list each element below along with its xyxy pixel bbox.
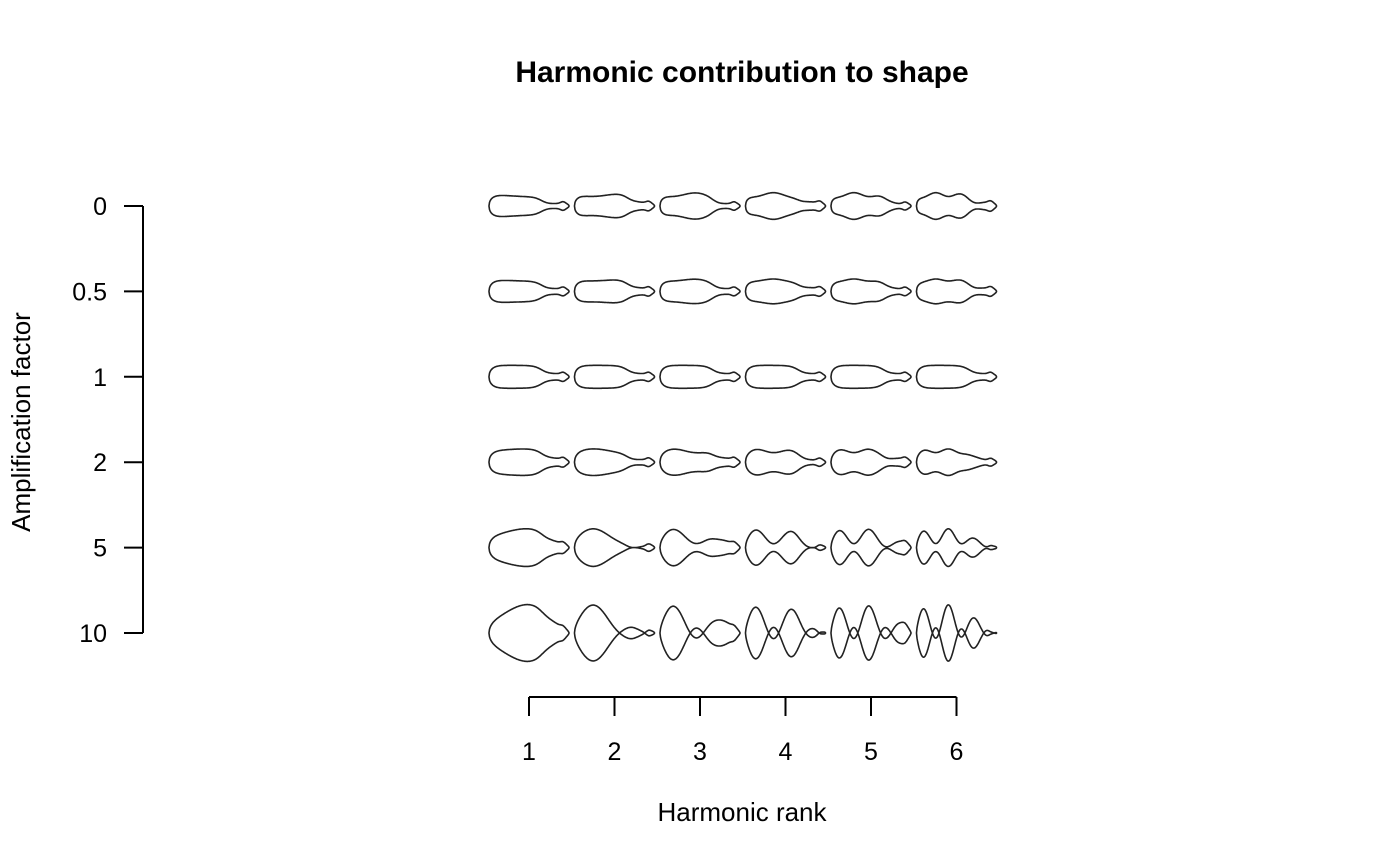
shape-outline (744, 448, 827, 476)
y-tick-label: 10 (79, 620, 107, 648)
shape-outline (915, 528, 998, 568)
x-tick-label: 6 (950, 738, 964, 766)
shape-outline (573, 279, 656, 304)
shape-outline (573, 448, 656, 477)
shape-outline (488, 603, 570, 663)
shape-outline (744, 278, 827, 305)
shape-outline (488, 194, 570, 218)
shape-outline (573, 528, 656, 568)
shape-outline (488, 279, 570, 304)
x-tick-label: 3 (693, 738, 707, 766)
y-tick-label: 0.5 (72, 278, 107, 306)
shape-outline (488, 364, 570, 390)
shape-outline (744, 191, 827, 221)
shape-outline (915, 191, 998, 221)
y-tick-label: 5 (93, 535, 107, 563)
shape-outline (573, 364, 656, 390)
y-axis-label: Amplification factor (6, 312, 36, 532)
shape-outline (488, 448, 570, 477)
shape-outline (659, 605, 741, 661)
x-axis-label: Harmonic rank (657, 797, 827, 827)
x-axis: 1 2 3 4 5 6 (522, 696, 964, 766)
shape-outline (830, 278, 912, 305)
shape-outline (744, 364, 827, 390)
shape-grid (488, 191, 998, 663)
shape-outline (915, 448, 998, 477)
shape-outline (659, 192, 741, 220)
shape-outline (659, 364, 741, 390)
y-tick-label: 0 (93, 193, 107, 221)
shape-outline (573, 193, 656, 219)
y-tick-label: 2 (93, 449, 107, 477)
chart-title: Harmonic contribution to shape (515, 56, 968, 89)
shape-outline (744, 606, 827, 660)
shape-outline (659, 448, 741, 476)
shape-outline (915, 278, 998, 305)
shape-outline (915, 604, 998, 662)
x-tick-label: 5 (864, 738, 878, 766)
shape-outline (573, 604, 656, 662)
shape-outline (659, 278, 741, 305)
shape-outline (659, 528, 741, 567)
shape-outline (830, 364, 912, 390)
shape-outline (830, 191, 912, 221)
x-tick-label: 1 (522, 738, 536, 766)
shape-outline (830, 605, 912, 661)
shape-outline (488, 528, 570, 568)
y-axis: 0 0.5 1 2 5 10 (72, 193, 144, 648)
shape-outline (915, 364, 998, 390)
shape-outline (830, 528, 912, 567)
x-tick-label: 4 (779, 738, 793, 766)
shape-outline (830, 448, 912, 476)
shape-outline (744, 529, 827, 566)
x-tick-label: 2 (608, 738, 622, 766)
y-tick-label: 1 (93, 364, 107, 392)
